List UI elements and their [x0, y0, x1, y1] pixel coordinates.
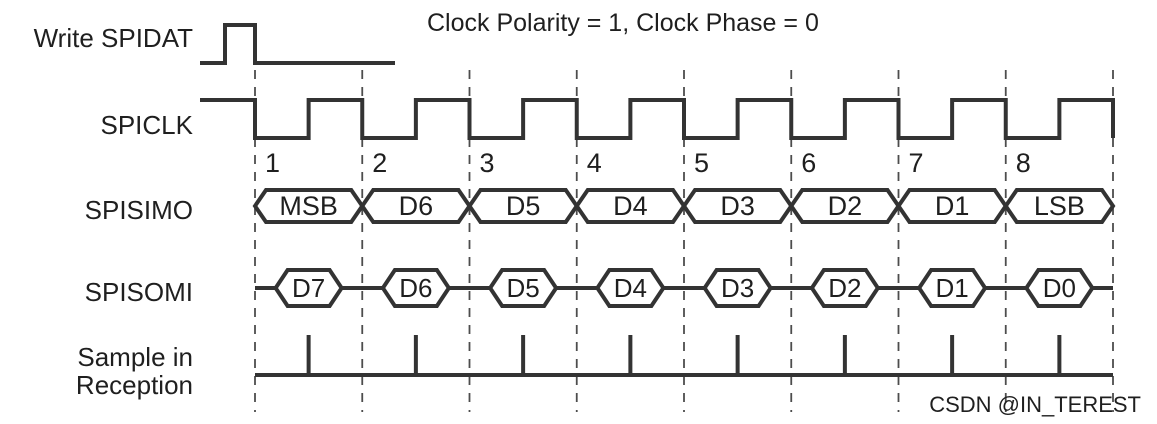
spisomi-bubble-label-D5: D5: [507, 273, 540, 303]
signal-label-spisimo: SPISIMO: [85, 195, 193, 225]
spisimo-cell-label-D4: D4: [613, 191, 648, 221]
spisimo-cell-label-D5: D5: [506, 191, 541, 221]
spisomi-bubble-D7: [273, 268, 345, 308]
spisomi-bubble-label-D1: D1: [936, 273, 969, 303]
spisomi-bubble-D5: [487, 268, 559, 308]
cycle-number-8: 8: [1016, 148, 1031, 178]
spisomi-bubble-label-D6: D6: [399, 273, 432, 303]
waveforms: [200, 23, 1115, 377]
spisomi-bubble-label-D0: D0: [1043, 273, 1076, 303]
spisimo-cell-label-LSB: LSB: [1034, 191, 1085, 221]
spisimo-cell-label-D1: D1: [935, 191, 970, 221]
signal-label-sample-line2: Reception: [76, 370, 193, 400]
spisomi-bubble-D3: [702, 268, 774, 308]
spisimo-bus-cells: MSB D6 D5 D4 D3 D2 D1 LSB: [252, 188, 1116, 224]
cycle-number-1: 1: [265, 148, 280, 178]
signal-label-sample-line1: Sample in: [77, 342, 193, 372]
spisimo-cell-label-D3: D3: [720, 191, 755, 221]
spisomi-bubble-D1: [916, 268, 988, 308]
spisomi-bubble-label-D2: D2: [828, 273, 861, 303]
signal-label-write-spidat: Write SPIDAT: [34, 23, 194, 53]
signal-label-spisomi: SPISOMI: [85, 277, 193, 307]
cycle-number-4: 4: [587, 148, 602, 178]
cycle-number-6: 6: [801, 148, 816, 178]
cycle-number-2: 2: [372, 148, 387, 178]
spisomi-bubble-D4: [594, 268, 666, 308]
spisomi-bubble-label-D3: D3: [721, 273, 754, 303]
clock-cycle-numbers: 1 2 3 4 5 6 7 8: [265, 148, 1031, 178]
cycle-number-5: 5: [694, 148, 709, 178]
spisomi-bubble-D0: [1023, 268, 1095, 308]
signal-label-spiclk: SPICLK: [101, 110, 194, 140]
spisimo-cell-LSB: [1003, 188, 1116, 224]
cycle-number-7: 7: [909, 148, 924, 178]
spisomi-bubble-D6: [380, 268, 452, 308]
spiclk-waveform: [200, 98, 1115, 140]
spisimo-cell-label-D6: D6: [399, 191, 434, 221]
page-title: Clock Polarity = 1, Clock Phase = 0: [427, 9, 819, 37]
spisomi-bubble-D2: [809, 268, 881, 308]
spisimo-cell-label-D2: D2: [828, 191, 863, 221]
spisomi-bubbles: D7 D6 D5 D4 D3 D2 D1 D0: [255, 268, 1113, 308]
watermark: CSDN @IN_TEREST: [929, 392, 1141, 417]
cycle-number-3: 3: [480, 148, 495, 178]
write-spidat-waveform: [200, 23, 395, 65]
spisomi-bubble-label-D7: D7: [292, 273, 325, 303]
spisomi-bubble-label-D4: D4: [614, 273, 647, 303]
spisimo-cell-label-MSB: MSB: [279, 191, 338, 221]
